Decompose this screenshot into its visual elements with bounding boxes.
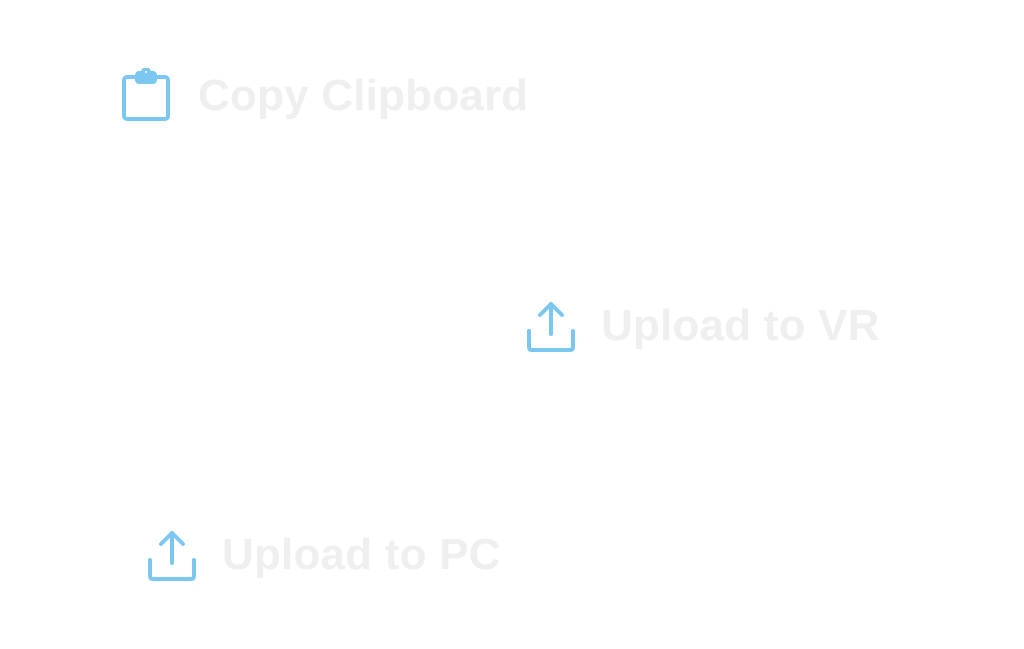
upload-to-pc-button[interactable]: Upload to PC xyxy=(146,525,501,585)
clipboard-icon xyxy=(120,68,172,124)
copy-clipboard-label: Copy Clipboard xyxy=(198,71,529,120)
upload-to-vr-button[interactable]: Upload to VR xyxy=(525,296,880,356)
upload-to-pc-label: Upload to PC xyxy=(222,530,501,579)
copy-clipboard-button[interactable]: Copy Clipboard xyxy=(120,66,528,126)
upload-to-vr-label: Upload to VR xyxy=(601,301,880,350)
upload-icon xyxy=(146,527,198,583)
upload-icon xyxy=(525,298,577,354)
